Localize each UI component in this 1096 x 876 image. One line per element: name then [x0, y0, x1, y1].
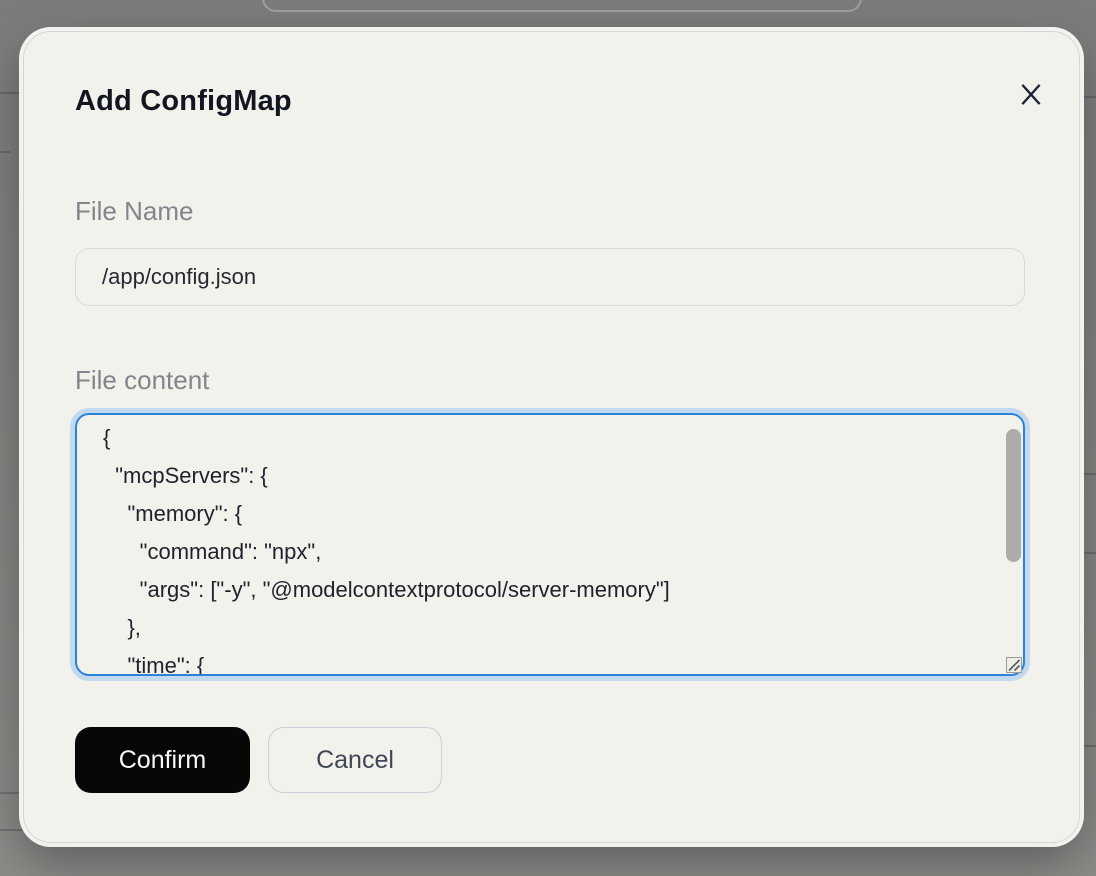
background-table-divider: [0, 829, 24, 831]
background-table-divider: [0, 792, 24, 794]
file-name-label: File Name: [75, 196, 194, 226]
background-table-divider: [1082, 96, 1096, 98]
add-configmap-dialog: Add ConfigMap File Name File content { "…: [23, 31, 1080, 843]
background-table-divider: [1082, 552, 1096, 554]
background-table-divider: [0, 151, 10, 153]
textarea-scrollbar-thumb[interactable]: [1006, 429, 1021, 562]
background-table-divider: [1082, 745, 1096, 747]
background-window-edge: [262, 0, 862, 12]
cancel-button[interactable]: Cancel: [268, 727, 442, 793]
background-table-divider: [0, 92, 24, 94]
textarea-resize-handle-icon[interactable]: [1006, 657, 1022, 673]
dialog-title: Add ConfigMap: [75, 85, 292, 117]
file-content-textarea[interactable]: { "mcpServers": { "memory": { "command":…: [75, 413, 1025, 676]
confirm-button[interactable]: Confirm: [75, 727, 250, 793]
close-button[interactable]: [1011, 74, 1051, 114]
file-content-label: File content: [75, 365, 210, 395]
dialog-actions: Confirm Cancel: [75, 727, 1025, 793]
close-icon: [1021, 83, 1041, 105]
file-content-field: { "mcpServers": { "memory": { "command":…: [75, 413, 1025, 676]
background-table-divider: [1082, 473, 1096, 475]
file-name-input[interactable]: [75, 248, 1025, 306]
